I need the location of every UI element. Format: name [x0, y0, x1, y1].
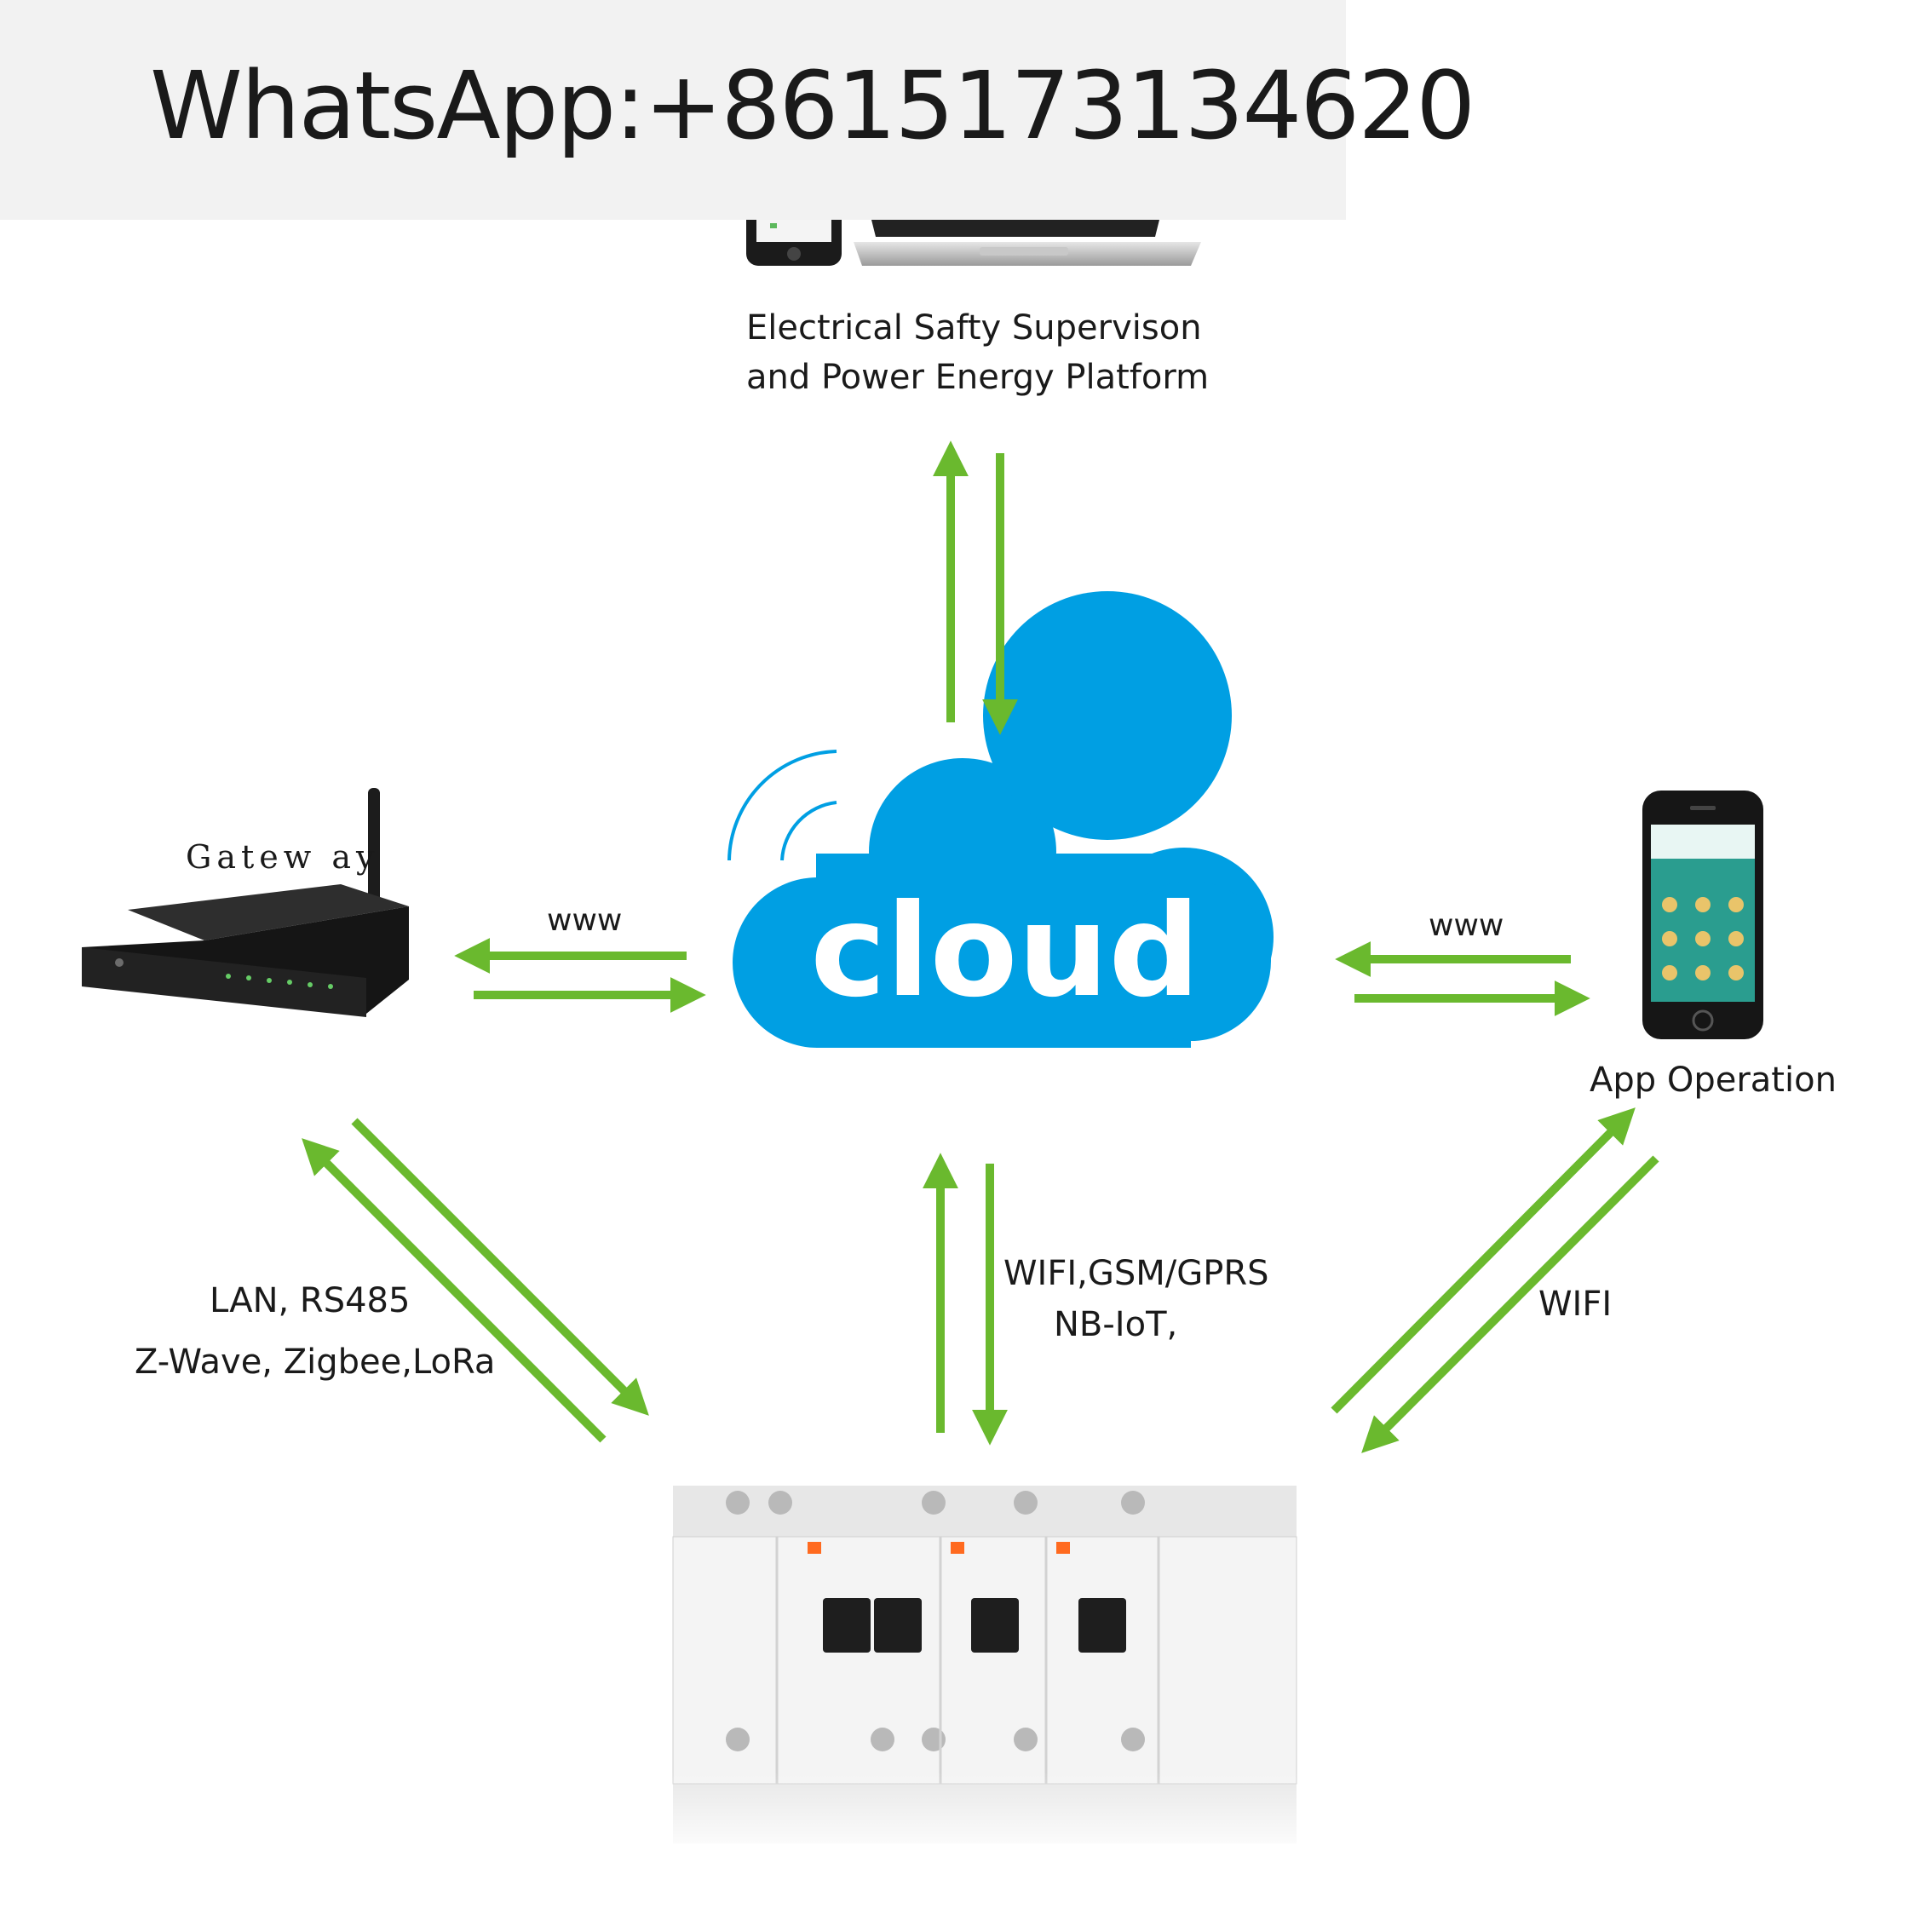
gateway-device-link-label-1: LAN, RS485	[210, 1281, 411, 1320]
arrow-device-to-gateway	[302, 1138, 607, 1443]
app-operation-label: App Operation	[1590, 1061, 1837, 1100]
gateway-router-image	[82, 788, 409, 1017]
gateway-label: Gatew ay	[186, 838, 380, 876]
cloud-device-link-label-1: WIFI,GSM/GPRS	[1003, 1254, 1269, 1293]
arrow-device-to-app	[1331, 1107, 1636, 1414]
arrow-app-to-device	[1361, 1155, 1659, 1453]
smartphone-image	[1642, 791, 1763, 1039]
gateway-cloud-link-label: www	[547, 903, 623, 938]
app-device-link-label: WIFI	[1538, 1285, 1613, 1324]
gateway-device-link-label-2: Z-Wave, Zigbee,LoRa	[135, 1343, 496, 1382]
contact-banner: WhatsApp:+8615173134620	[0, 0, 1475, 220]
breaker-modules-image	[664, 1486, 1312, 1857]
platform-devices-image	[746, 203, 1201, 266]
whatsapp-contact-text: WhatsApp:+8615173134620	[150, 51, 1475, 160]
platform-label-line2: and Power Energy Platform	[746, 358, 1210, 397]
signal-waves-icon	[727, 750, 837, 861]
cloud-shape	[733, 591, 1274, 1048]
cloud-device-link-label-2: NB-IoT,	[1054, 1305, 1178, 1344]
arrows-layer	[302, 440, 1659, 1453]
cloud-app-link-label: www	[1429, 908, 1504, 943]
arrow-gateway-to-device	[351, 1118, 649, 1416]
platform-label-line1: Electrical Safty Supervison	[746, 308, 1202, 348]
